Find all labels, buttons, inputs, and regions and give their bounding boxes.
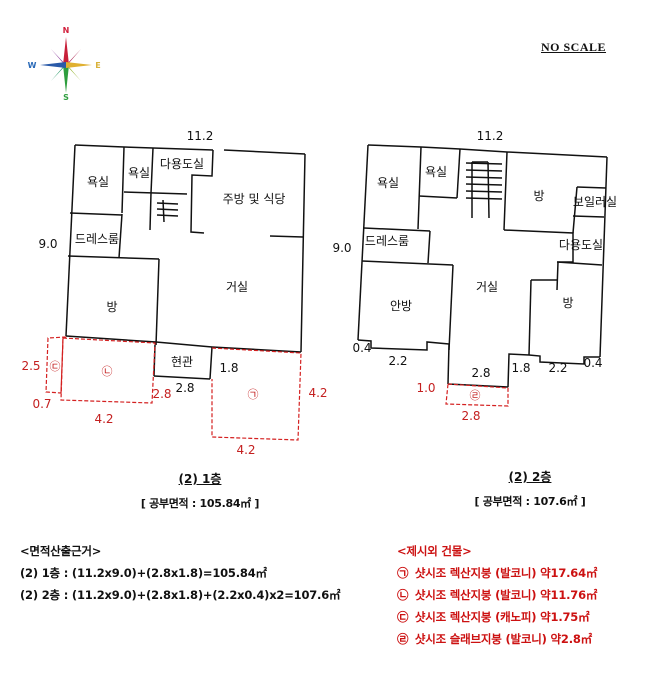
excluded-buildings-title: <제시외 건물>	[397, 544, 472, 558]
excluded-building-item: ㉢ 샷시조 렉산지붕 (캐노피) 약1.75㎡	[397, 606, 597, 628]
item-text: 샷시조 렉산지붕 (캐노피) 약1.75㎡	[414, 610, 590, 624]
floor1-room-bedroom: 방	[106, 300, 117, 314]
compass-east-label: E	[95, 61, 100, 70]
floor2-dim-center-width: 2.8	[471, 366, 490, 380]
floor1-room-utility: 다용도실	[160, 157, 204, 171]
floor2-room-dressroom: 드레스룸	[365, 234, 409, 248]
excluded-buildings-section: <제시외 건물> ㉠ 샷시조 렉산지붕 (발코니) 약17.64㎡ ㉡ 샷시조 …	[397, 540, 597, 650]
item-marker: ㉠	[397, 566, 409, 580]
area-basis-line-1: (2) 1층 : (11.2x9.0)+(2.8x1.8)=105.84㎡	[20, 566, 267, 580]
floor2-room-master: 안방	[390, 299, 412, 313]
area-basis-line-2: (2) 2층 : (11.2x9.0)+(2.8x1.8)+(2.2x0.4)x…	[20, 588, 341, 602]
floor1-dim-a-height: 4.2	[308, 386, 327, 400]
excluded-building-item: ㉡ 샷시조 렉산지붕 (발코니) 약11.76㎡	[397, 584, 597, 606]
floor2-dim-right-width: 2.2	[548, 361, 567, 375]
floor2-plan: 11.2 9.0 욕실 욕실 방 보일러실 드레스룸 다용도실 안방 거실 방 …	[332, 129, 617, 423]
item-text: 샷시조 렉산지붕 (발코니) 약17.64㎡	[414, 566, 598, 580]
floor1-room-bath1: 욕실	[87, 175, 109, 189]
item-marker: ㉣	[397, 632, 409, 646]
item-text: 샷시조 렉산지붕 (발코니) 약11.76㎡	[414, 588, 598, 602]
excluded-building-item: ㉠ 샷시조 렉산지붕 (발코니) 약17.64㎡	[397, 562, 597, 584]
floor1-dim-c-width: 0.7	[32, 397, 51, 411]
floor1-room-bath2: 욕실	[128, 166, 150, 180]
floor1-marker-c: ㉢	[50, 360, 61, 373]
floor1-caption-title: (2) 1층	[178, 472, 222, 486]
floor1-dim-b-width: 4.2	[94, 412, 113, 426]
item-marker: ㉡	[397, 588, 409, 602]
floor1-marker-a: ㉠	[248, 388, 259, 401]
floor2-dim-center-depth: 1.8	[511, 361, 530, 375]
floor2-caption-title: (2) 2층	[508, 470, 552, 484]
floor1-caption: (2) 1층 [ 공부면적 : 105.84㎡ ]	[100, 470, 300, 511]
floor2-room-right: 방	[533, 189, 544, 203]
floor2-dim-left-width: 2.2	[388, 354, 407, 368]
floor2-room-small: 방	[562, 296, 573, 310]
floor1-dim-entrance-depth: 1.8	[219, 361, 238, 375]
floor2-room-bath2: 욕실	[425, 165, 447, 179]
area-basis-section: <면적산출근거> (2) 1층 : (11.2x9.0)+(2.8x1.8)=1…	[20, 540, 341, 606]
compass-south-label: S	[63, 93, 69, 102]
floor1-room-entrance: 현관	[171, 355, 193, 369]
floor2-dim-d-width: 2.8	[461, 409, 480, 423]
floor2-caption-area: [ 공부면적 : 107.6㎡ ]	[474, 495, 586, 508]
compass-north-label: N	[63, 26, 70, 35]
floor2-room-bath1: 욕실	[377, 176, 399, 190]
floor2-caption: (2) 2층 [ 공부면적 : 107.6㎡ ]	[430, 468, 630, 509]
floor1-plan: 11.2 9.0 욕실 욕실 다용도실 주방 및 식당 드레스룸 방 거실 현관…	[21, 129, 327, 457]
area-basis-title: <면적산출근거>	[20, 544, 102, 558]
item-text: 샷시조 슬래브지붕 (발코니) 약2.8㎡	[414, 632, 592, 646]
floor2-marker-d: ㉣	[470, 389, 481, 402]
floor1-dim-left: 9.0	[38, 237, 57, 251]
floor2-dim-right-step: 0.4	[583, 356, 602, 370]
no-scale-note: NO SCALE	[541, 40, 607, 54]
item-marker: ㉢	[397, 610, 409, 624]
floor2-dim-left: 9.0	[332, 241, 351, 255]
floor2-dim-left-step: 0.4	[352, 341, 371, 355]
floor1-dim-a-width: 4.2	[236, 443, 255, 457]
floor1-dim-b-height: 2.8	[152, 387, 171, 401]
floor1-dim-top: 11.2	[187, 129, 214, 143]
floor1-dim-c-height: 2.5	[21, 359, 40, 373]
floor2-room-living: 거실	[476, 280, 498, 294]
floor2-dim-d-height: 1.0	[416, 381, 435, 395]
floor2-dim-top: 11.2	[477, 129, 504, 143]
floor1-room-kitchen: 주방 및 식당	[223, 192, 286, 206]
compass-rose-icon: N S E W	[28, 26, 101, 102]
floor1-dim-entrance-width: 2.8	[175, 381, 194, 395]
compass-west-label: W	[28, 61, 37, 70]
floor2-room-utility: 다용도실	[559, 238, 603, 252]
floor2-room-boiler: 보일러실	[573, 195, 617, 209]
floor1-caption-area: [ 공부면적 : 105.84㎡ ]	[140, 497, 260, 510]
floor1-marker-b: ㉡	[102, 365, 113, 378]
floor1-room-dressroom: 드레스룸	[75, 232, 119, 246]
excluded-building-item: ㉣ 샷시조 슬래브지붕 (발코니) 약2.8㎡	[397, 628, 597, 650]
floor1-room-living: 거실	[226, 280, 248, 294]
